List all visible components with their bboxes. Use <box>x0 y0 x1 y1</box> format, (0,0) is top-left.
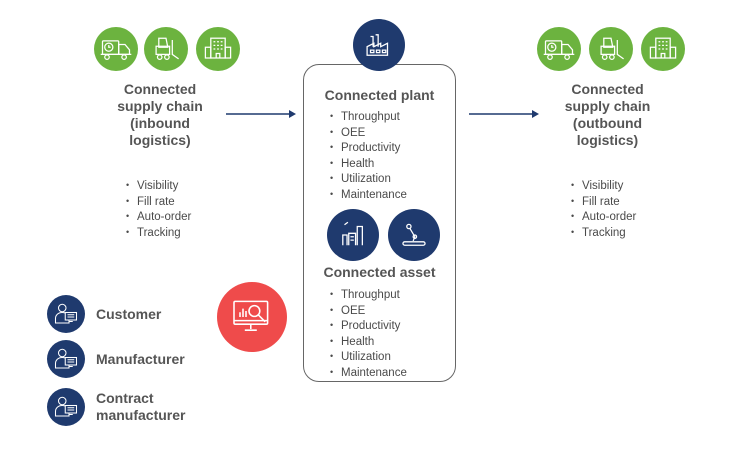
plant-title: Connected plant <box>324 87 435 103</box>
outbound-title-line: Connected <box>571 81 644 97</box>
inbound-title: Connected supply chain (inbound logistic… <box>105 81 215 149</box>
bullet-item: Tracking <box>126 225 191 241</box>
bullet-item: Fill rate <box>126 194 191 210</box>
customer-icon <box>47 295 85 333</box>
arrow-to-outbound <box>469 110 539 118</box>
bullet-item: Auto-order <box>571 209 636 225</box>
bullet-item: Productivity <box>330 140 407 156</box>
asset-title: Connected asset <box>323 264 436 280</box>
legend-label-line: Contract <box>96 390 154 406</box>
bullet-item: Tracking <box>571 225 636 241</box>
bullet-item: Fill rate <box>571 194 636 210</box>
forklift-icon <box>589 27 633 71</box>
building-icon <box>196 27 240 71</box>
bullet-item: Throughput <box>330 109 407 125</box>
outbound-bullets: Visibility Fill rate Auto-order Tracking <box>571 178 636 240</box>
inbound-bullets: Visibility Fill rate Auto-order Tracking <box>126 178 191 240</box>
truck-clock-icon <box>94 27 138 71</box>
bullet-item: Utilization <box>330 349 407 365</box>
legend-customer: Customer <box>47 295 161 333</box>
outbound-title-line: supply chain <box>564 98 651 114</box>
industrial-plant-icon <box>327 209 379 261</box>
asset-bullets: Throughput OEE Productivity Health Utili… <box>330 287 407 381</box>
outbound-title: Connected supply chain (outbound logisti… <box>550 81 665 149</box>
arrow-to-plant <box>226 110 296 118</box>
legend-contract-manufacturer: Contract manufacturer <box>47 388 185 426</box>
monitor-analytics-icon <box>217 282 287 352</box>
bullet-item: OEE <box>330 125 407 141</box>
robot-arm-icon <box>388 209 440 261</box>
plant-bullets: Throughput OEE Productivity Health Utili… <box>330 109 407 203</box>
contract-manufacturer-icon <box>47 388 85 426</box>
truck-clock-icon <box>537 27 581 71</box>
legend-label: Manufacturer <box>96 350 185 367</box>
outbound-title-line: (outbound <box>572 115 643 131</box>
bullet-item: Productivity <box>330 318 407 334</box>
building-icon <box>641 27 685 71</box>
forklift-icon <box>144 27 188 71</box>
legend-label-line: manufacturer <box>96 407 186 423</box>
bullet-item: Utilization <box>330 171 407 187</box>
factory-icon <box>353 19 405 71</box>
bullet-item: Maintenance <box>330 365 407 381</box>
bullet-item: Auto-order <box>126 209 191 225</box>
bullet-item: Throughput <box>330 287 407 303</box>
legend-label: Customer <box>96 305 162 322</box>
inbound-title-line: (inbound <box>130 115 190 131</box>
bullet-item: OEE <box>330 303 407 319</box>
bullet-item: Visibility <box>571 178 636 194</box>
manufacturer-icon <box>47 340 85 378</box>
bullet-item: Visibility <box>126 178 191 194</box>
inbound-title-line: supply chain <box>117 98 203 114</box>
legend-label: Contract manufacturer <box>96 390 185 424</box>
inbound-title-line: Connected <box>123 81 197 97</box>
bullet-item: Maintenance <box>330 187 407 203</box>
bullet-item: Health <box>330 156 407 172</box>
outbound-title-line: logistics) <box>576 132 639 148</box>
legend-manufacturer: Manufacturer <box>47 340 185 378</box>
inbound-title-line: logistics) <box>129 132 191 148</box>
bullet-item: Health <box>330 334 407 350</box>
